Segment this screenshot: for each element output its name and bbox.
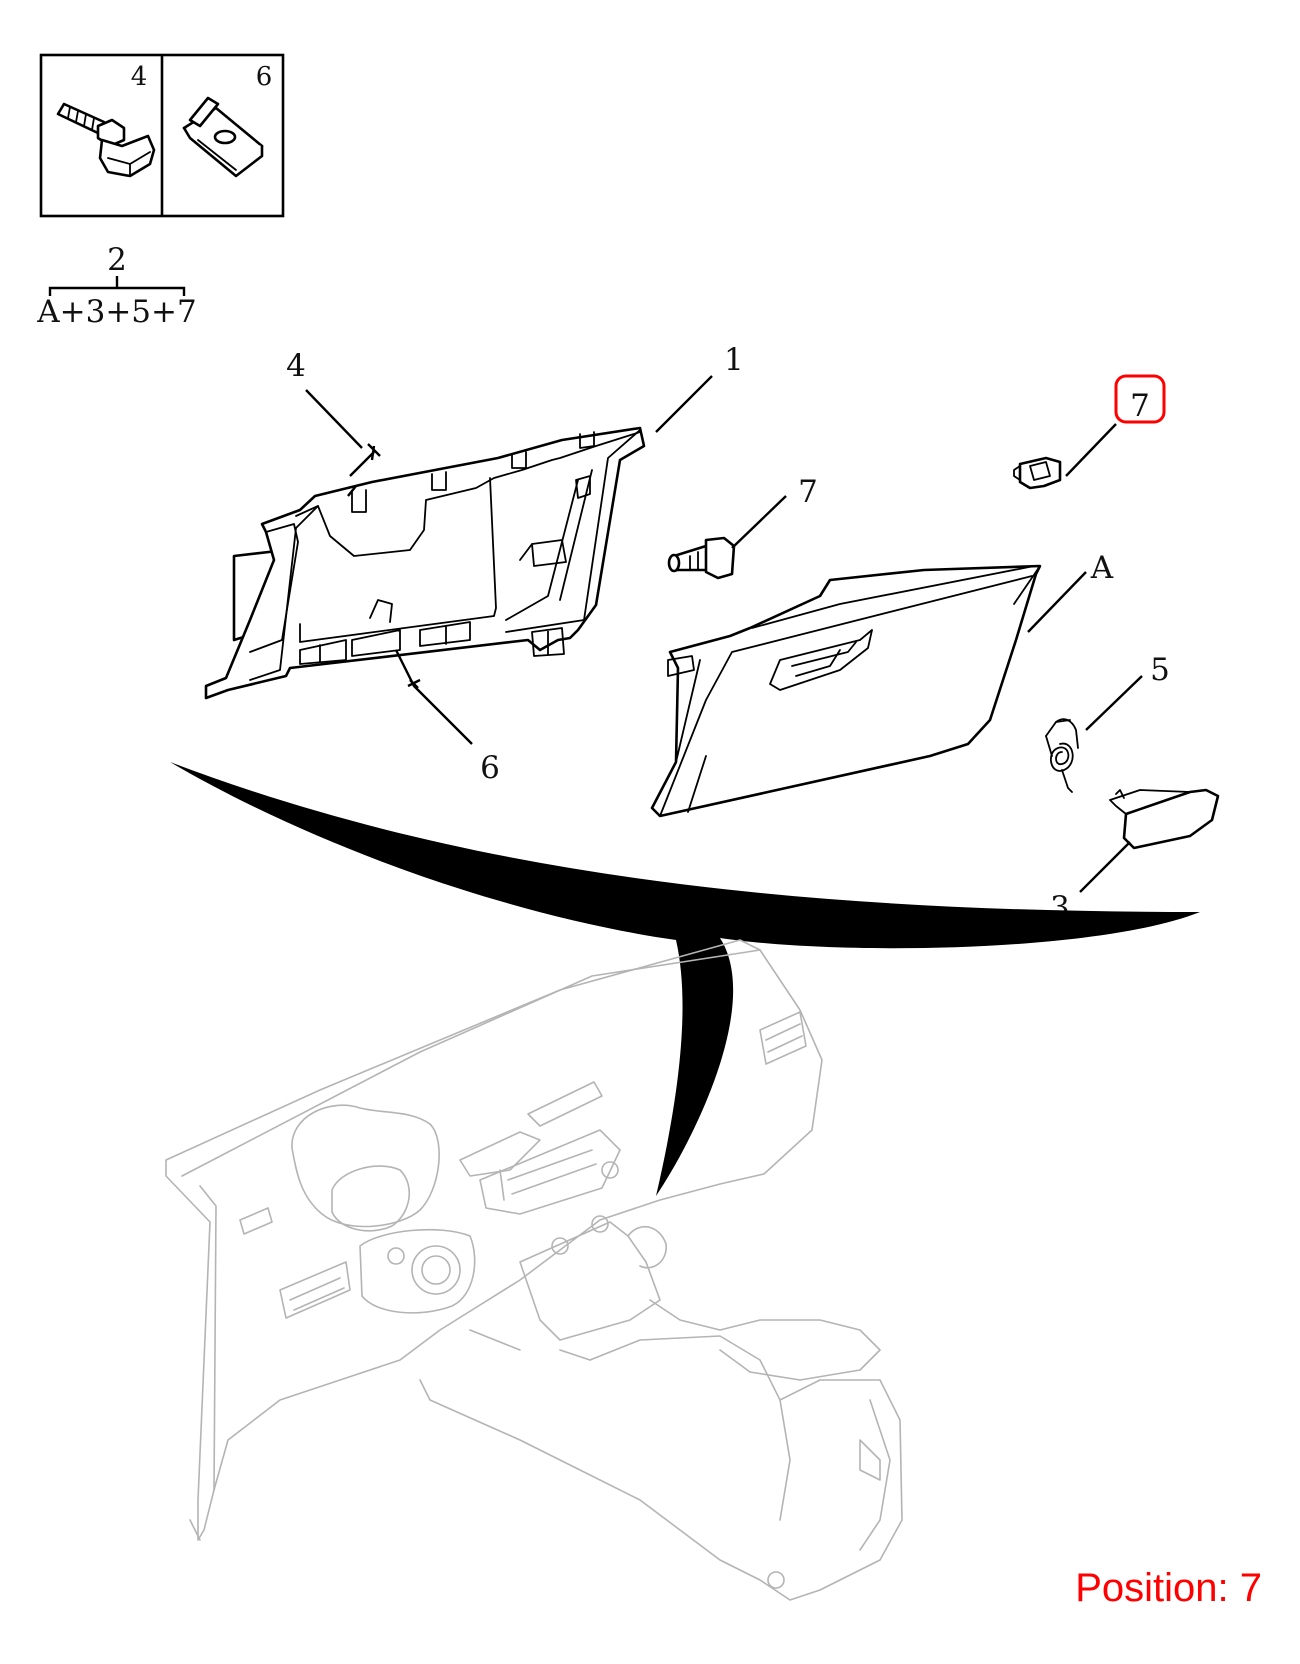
callout-5: 5 (1150, 652, 1170, 688)
leader-lines (305, 375, 1143, 893)
callout-a: A (1090, 550, 1114, 586)
assembly-number: 2 (107, 242, 127, 278)
legend-cell-number: 4 (131, 62, 148, 92)
clip-nut-icon (182, 96, 264, 178)
callout-7-left: 7 (798, 474, 818, 510)
glovebox-lid (650, 564, 1042, 818)
callout-4: 4 (286, 348, 306, 384)
swoosh-arrow (170, 762, 1200, 1196)
glovebox-housing (204, 426, 646, 700)
position-label: Position: 7 (1075, 1566, 1262, 1610)
latch-striker (667, 536, 736, 580)
spring (1045, 718, 1079, 793)
legend-box: 4 6 (39, 53, 285, 218)
callout-1: 1 (724, 342, 744, 378)
bolt-icon (56, 102, 156, 178)
highlight-box (1114, 374, 1166, 424)
lid-handle (1109, 788, 1220, 850)
assembly-note: 2 A+3+5+7 (36, 242, 196, 330)
callout-7-right: 7 (1130, 388, 1150, 424)
assembly-composition: A+3+5+7 (36, 294, 196, 330)
legend-cell-number: 6 (256, 62, 273, 92)
callout-6: 6 (480, 750, 500, 786)
dashboard-ghost (165, 939, 903, 1601)
small-clip (1013, 456, 1062, 490)
